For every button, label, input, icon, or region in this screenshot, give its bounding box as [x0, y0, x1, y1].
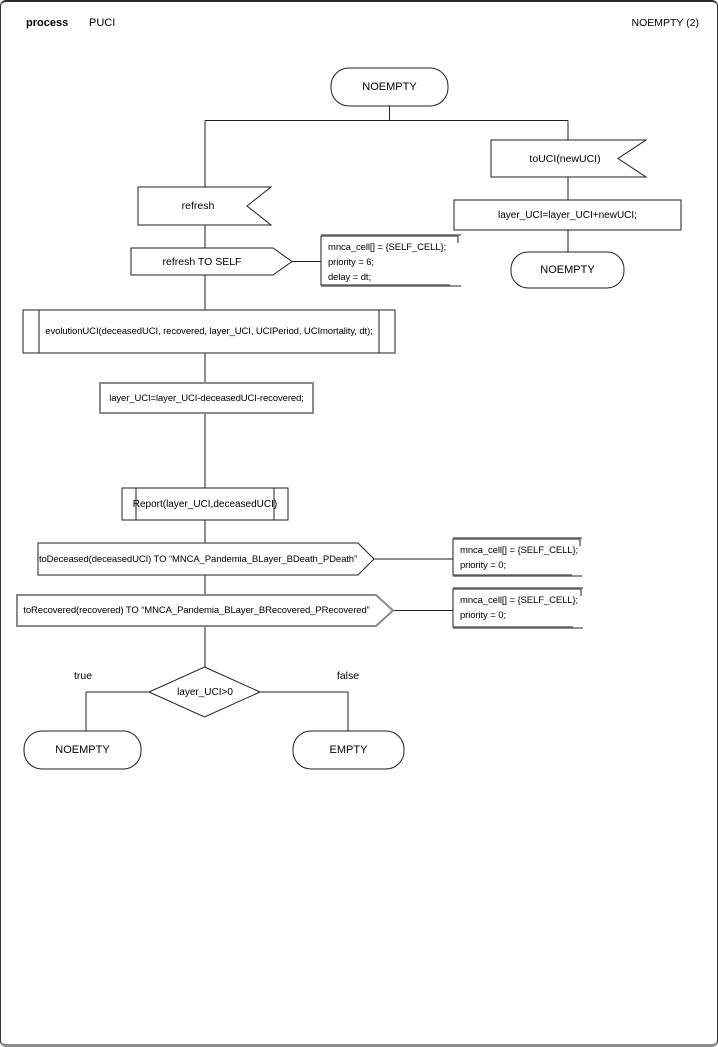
branch-line-false — [260, 691, 349, 731]
task-symbol-decrease — [99, 382, 314, 414]
state-false-label: EMPTY — [329, 744, 368, 756]
output-symbol-to-recovered — [16, 594, 395, 627]
branch-true-label: true — [73, 670, 93, 682]
process-name: PUCI — [89, 17, 116, 29]
branch-line-true — [85, 691, 149, 731]
branch-false-label: false — [336, 670, 360, 682]
comment-refresh-text: mnca_cell[] = {SELF_CELL}; priority = 6;… — [328, 242, 447, 283]
state-true-label: NOEMPTY — [55, 744, 110, 756]
flow-line — [204, 106, 569, 187]
input-symbol-refresh — [137, 186, 273, 226]
task-symbol-increase — [453, 199, 682, 231]
input-refresh-label: refresh — [181, 200, 215, 212]
state-symbol-true — [23, 730, 142, 770]
state-symbol-right — [510, 251, 625, 289]
state-after-touci-label: NOEMPTY — [540, 264, 595, 276]
comment-to-recovered-text: mnca_cell[] = {SELF_CELL}; priority = 0; — [460, 595, 579, 621]
state-symbol-false — [292, 730, 405, 770]
procedure-symbol-evolution — [22, 309, 396, 354]
state-symbol-top — [330, 67, 449, 107]
task-increase-label: layer_UCI=layer_UCI+newUCI; — [498, 209, 637, 221]
input-symbol-touci — [490, 139, 648, 178]
output-symbol-refresh-to-self — [130, 247, 293, 276]
comment-box-to-recovered — [452, 587, 583, 629]
page-reference: NOEMPTY (2) — [631, 17, 699, 29]
decision-label: layer_UCI>0 — [177, 686, 233, 698]
comment-box-to-deceased — [452, 537, 582, 577]
input-touci-label: toUCI(newUCI) — [529, 152, 601, 165]
task-decrease-label: layer_UCI=layer_UCI-deceasedUCI-recovere… — [109, 392, 304, 404]
output-to-recovered-label: toRecovered(recovered) TO “MNCA_Pandemia… — [23, 605, 370, 616]
output-refresh-to-self-label: refresh TO SELF — [162, 255, 242, 268]
procedure-report-label: Report(layer_UCI,deceasedUCI) — [132, 498, 278, 510]
output-to-deceased-label: toDeceased(deceasedUCI) TO “MNCA_Pandemi… — [38, 553, 358, 565]
comment-link-line — [292, 261, 453, 611]
state-top-label: NOEMPTY — [362, 81, 417, 93]
comment-box-refresh — [320, 234, 461, 287]
procedure-symbol-report — [121, 487, 289, 521]
procedure-evolution-label: evolutionUCI(deceasedUCI, recovered, lay… — [45, 326, 373, 337]
decision-symbol — [147, 666, 262, 718]
output-symbol-to-deceased — [37, 542, 375, 576]
comment-to-deceased-text: mnca_cell[] = {SELF_CELL}; priority = 0; — [460, 545, 579, 571]
process-kind-label: process — [26, 17, 69, 29]
